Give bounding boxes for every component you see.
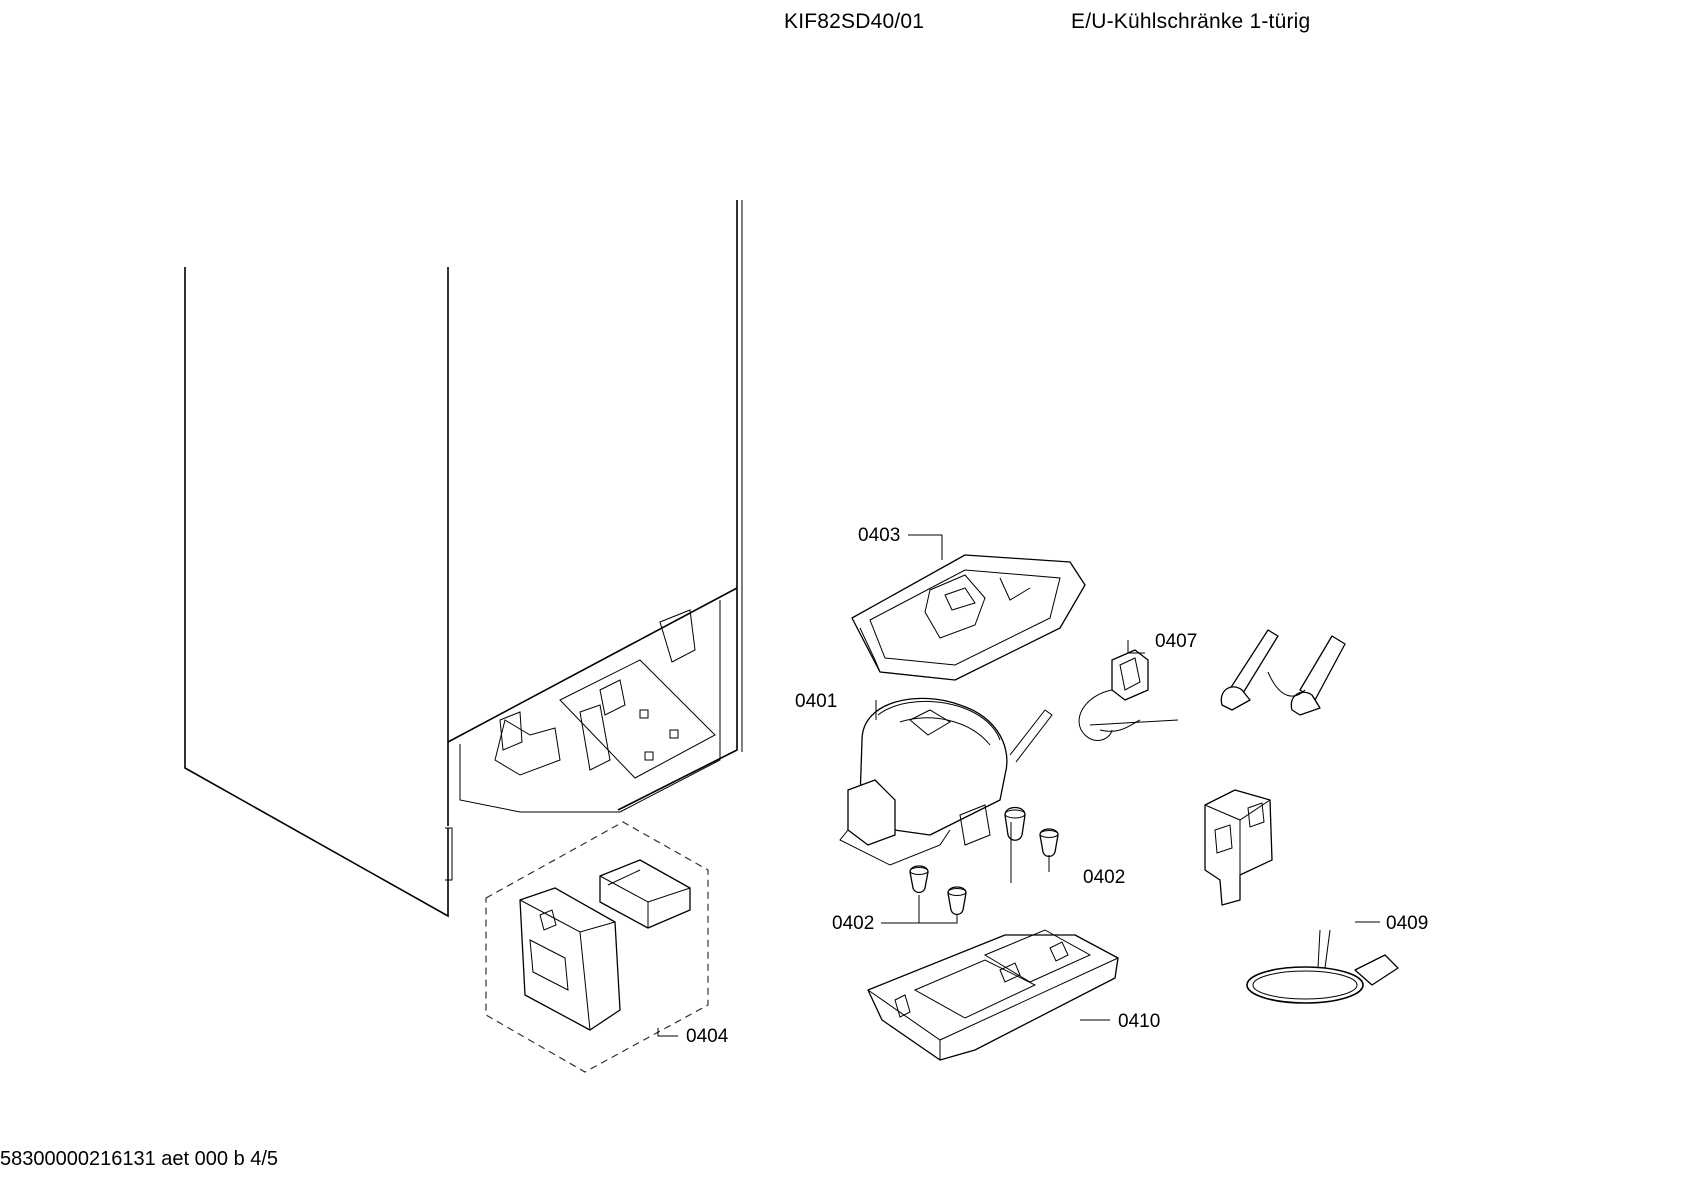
callout-0402-left: 0402 xyxy=(832,913,874,934)
part-0407-sensor xyxy=(1078,649,1179,741)
callout-0410: 0410 xyxy=(1118,1011,1160,1032)
page-title: E/U-Kühlschränke 1-türig xyxy=(1071,10,1311,33)
callout-0404: 0404 xyxy=(686,1026,729,1047)
model-number: KIF82SD40/01 xyxy=(784,10,925,33)
cabinet xyxy=(184,200,743,918)
part-0410-base-plate xyxy=(867,929,1119,1061)
leader-lines xyxy=(657,534,1380,1037)
callout-0407: 0407 xyxy=(1155,631,1197,652)
part-0402-grommets xyxy=(909,806,1059,916)
part-0403-tray xyxy=(851,554,1086,681)
part-0401-compressor xyxy=(839,697,1053,866)
document-code: 58300000216131 aet 000 b 4/5 xyxy=(0,1148,279,1170)
callout-0402-right: 0402 xyxy=(1083,867,1125,888)
part-0404-assembly xyxy=(485,821,709,1073)
callout-0409: 0409 xyxy=(1386,913,1428,934)
relay-part xyxy=(1204,789,1273,906)
part-0409-power-cord xyxy=(1246,929,1399,1004)
clip-parts xyxy=(1220,629,1346,716)
callout-0403: 0403 xyxy=(858,525,900,546)
callout-0401: 0401 xyxy=(795,691,837,712)
